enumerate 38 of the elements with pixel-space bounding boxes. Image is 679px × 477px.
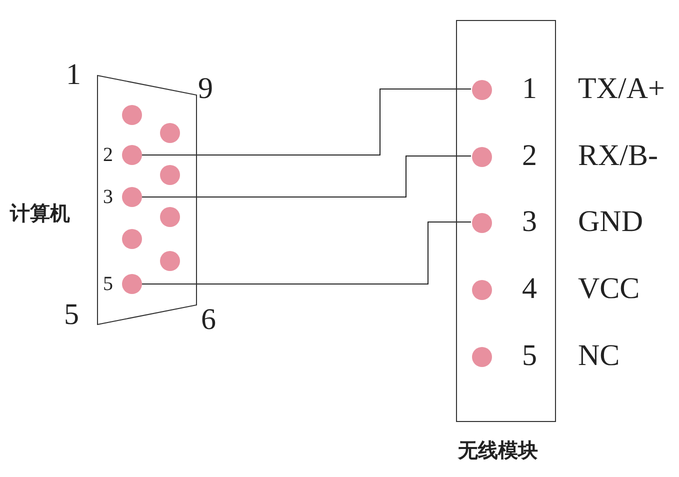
pin-dot	[472, 213, 492, 233]
pin-dot	[472, 347, 492, 367]
signal-label: RX/B-	[578, 141, 658, 171]
pin-dot	[160, 207, 180, 227]
pin-number: 4	[522, 274, 537, 304]
pin-dot	[160, 123, 180, 143]
corner-pin-number: 5	[64, 300, 79, 330]
pin-dot	[160, 251, 180, 271]
wire	[142, 156, 472, 198]
connector-caption: 计算机	[10, 203, 70, 223]
pin-dot	[472, 80, 492, 100]
pin-number: 3	[103, 187, 113, 207]
signal-label: TX/A+	[578, 74, 665, 104]
wire	[142, 88, 472, 156]
connector-outline	[97, 75, 197, 325]
signal-label: NC	[578, 341, 620, 371]
pin-dot	[122, 274, 142, 294]
pin-number: 1	[522, 74, 537, 104]
pin-dot	[122, 145, 142, 165]
signal-label: GND	[578, 207, 643, 237]
pin-number: 3	[522, 207, 537, 237]
pin-dot	[122, 229, 142, 249]
pin-number: 2	[103, 145, 113, 165]
wire	[142, 222, 472, 284]
corner-pin-number: 6	[201, 305, 216, 335]
signal-label: VCC	[578, 274, 640, 304]
pin-number: 5	[522, 341, 537, 371]
pin-number: 5	[103, 274, 113, 294]
corner-pin-number: 1	[66, 60, 81, 90]
pin-number: 2	[522, 141, 537, 171]
module-box	[456, 20, 556, 422]
pin-dot	[122, 187, 142, 207]
pin-dot	[472, 280, 492, 300]
pin-dot	[160, 165, 180, 185]
corner-pin-number: 9	[198, 74, 213, 104]
module-caption: 无线模块	[458, 440, 538, 460]
pin-dot	[472, 147, 492, 167]
pin-dot	[122, 105, 142, 125]
